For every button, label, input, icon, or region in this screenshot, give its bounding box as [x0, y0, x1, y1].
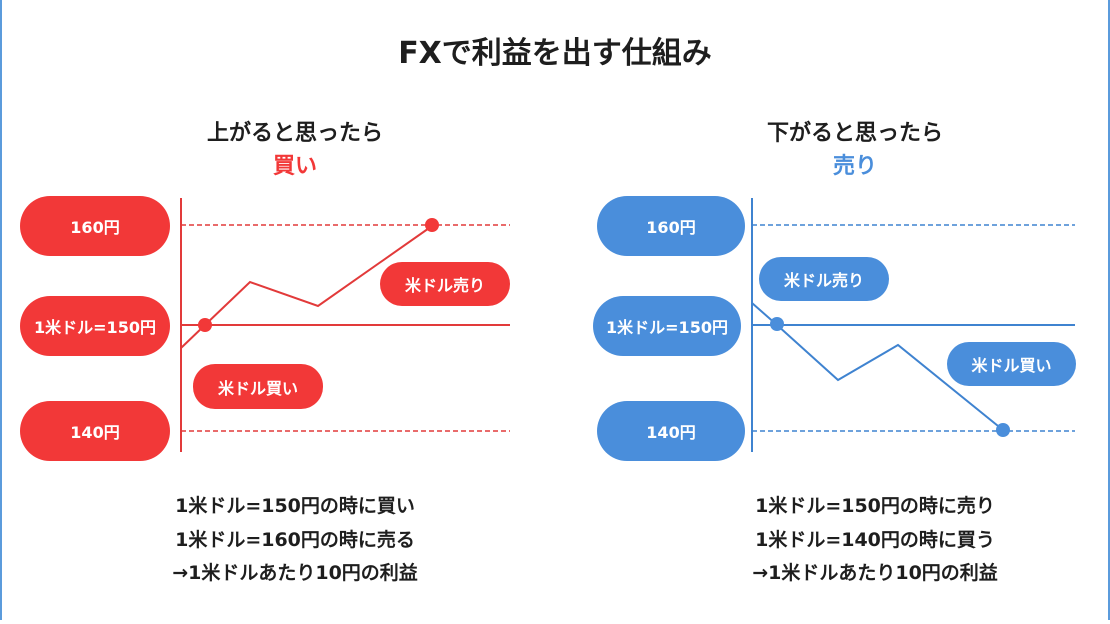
left-heading: 上がると思ったら	[206, 121, 383, 146]
right-price-path	[751, 302, 1004, 431]
right-level-160: 160円	[597, 196, 745, 256]
left-action: 買い	[272, 154, 317, 179]
left-chart	[180, 198, 510, 452]
right-level-140: 140円	[597, 401, 745, 461]
left-sell-tag: 米ドル売り	[380, 262, 510, 306]
right-sell-tag: 米ドル売り	[759, 257, 889, 301]
right-notes: 1米ドル=150円の時に売り 1米ドル=140円の時に買う →1米ドルあたり10…	[665, 490, 1085, 591]
left-buy-point	[198, 318, 212, 332]
left-note: 1米ドル=160円の時に売る	[175, 528, 415, 551]
right-buy-point	[996, 423, 1010, 437]
left-notes: 1米ドル=150円の時に買い 1米ドル=160円の時に売る →1米ドルあたり10…	[85, 490, 505, 591]
right-note: →1米ドルあたり10円の利益	[752, 562, 998, 584]
left-note: →1米ドルあたり10円の利益	[172, 562, 418, 584]
right-note: 1米ドル=150円の時に売り	[755, 495, 995, 517]
left-buy-tag: 米ドル買い	[193, 364, 323, 409]
left-level-150: 1米ドル=150円	[20, 296, 170, 356]
right-level-150: 1米ドル=150円	[593, 296, 741, 356]
right-chart	[751, 198, 1075, 452]
right-sell-point	[770, 317, 784, 331]
left-level-140: 140円	[20, 401, 170, 461]
left-price-path	[180, 225, 433, 349]
left-sell-point	[425, 218, 439, 232]
right-buy-tag: 米ドル買い	[947, 342, 1076, 386]
left-note: 1米ドル=150円の時に買い	[175, 495, 415, 517]
page-title: FXで利益を出す仕組み	[398, 36, 712, 71]
right-note: 1米ドル=140円の時に買う	[755, 528, 995, 551]
right-action: 売り	[832, 154, 877, 179]
right-heading: 下がると思ったら	[766, 121, 943, 146]
left-level-160: 160円	[20, 196, 170, 256]
